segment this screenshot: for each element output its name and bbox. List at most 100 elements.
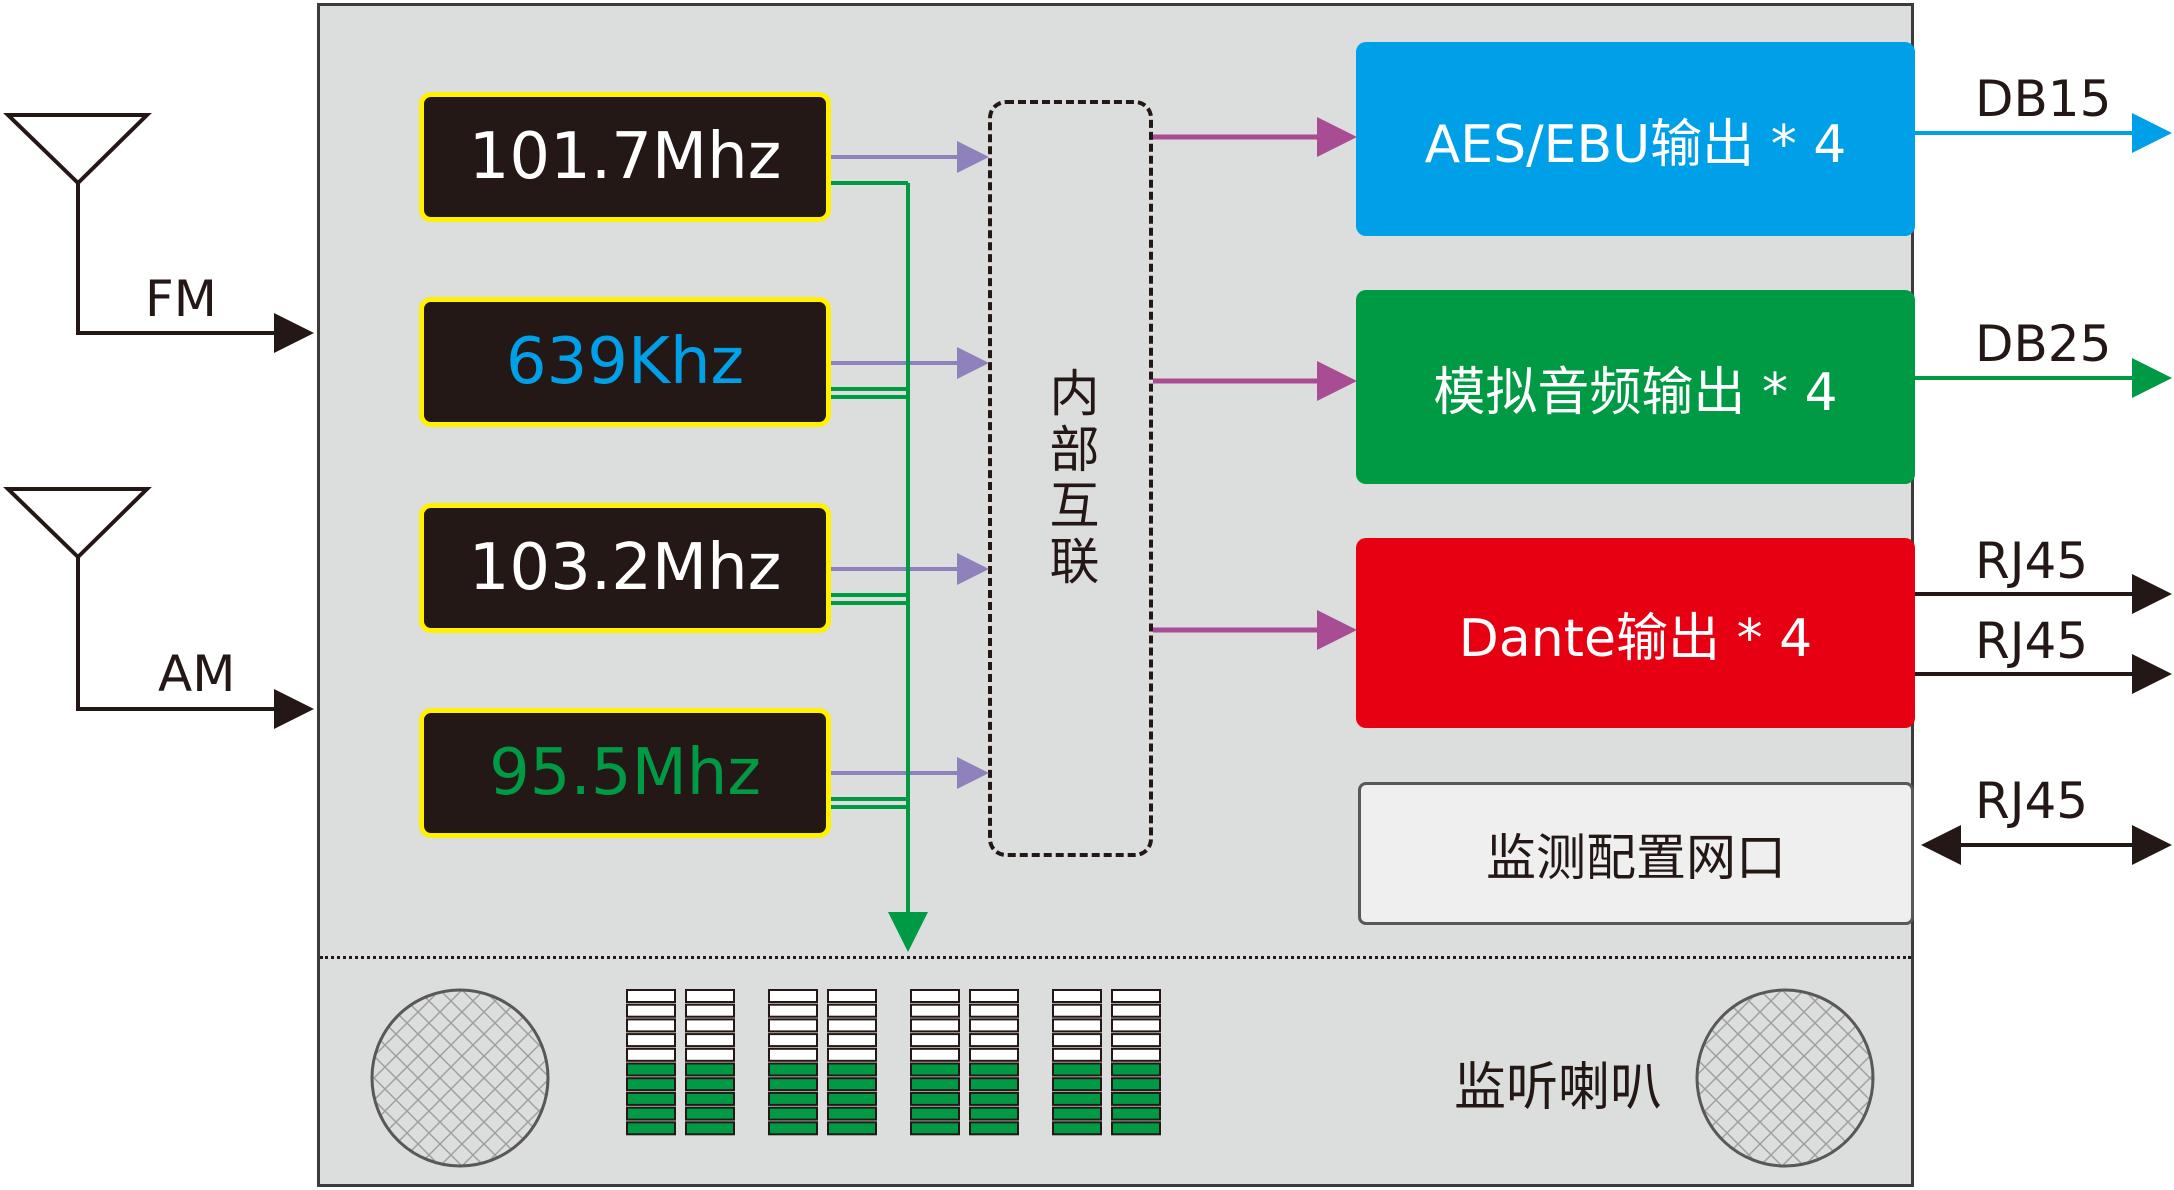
monitor-section-divider — [320, 956, 1911, 959]
tuner-2-frequency: 639Khz — [419, 297, 831, 427]
db25-port-label: DB25 — [1975, 315, 2112, 373]
fm-antenna-label: FM — [145, 270, 217, 328]
meter-segment — [626, 1121, 676, 1136]
meter-segment — [1052, 1047, 1102, 1062]
monitor-config-port-block: 监测配置网口 — [1358, 782, 1914, 925]
analog-audio-output-block: 模拟音频输出 * 4 — [1356, 290, 1915, 484]
meter-segment — [768, 1062, 818, 1077]
meter-segment — [1052, 1121, 1102, 1136]
meter-segment — [1052, 1062, 1102, 1077]
meter-segment — [626, 1047, 676, 1062]
meter-segment — [910, 1033, 960, 1048]
meter-segment — [768, 1047, 818, 1062]
meter-segment — [827, 1033, 877, 1048]
dante-rj45-port-label-1: RJ45 — [1975, 532, 2089, 590]
meter-segment — [1111, 1003, 1161, 1018]
meter-segment — [969, 989, 1019, 1003]
meter-segment — [827, 1003, 877, 1018]
meter-segment — [1052, 1033, 1102, 1048]
meter-segment — [685, 1033, 735, 1048]
meter-segment — [969, 1077, 1019, 1092]
meter-segment — [969, 1091, 1019, 1106]
meter-segment — [1052, 1077, 1102, 1092]
speaker-left-icon — [370, 988, 550, 1168]
meter-segment — [1111, 1018, 1161, 1033]
tuner-3-frequency-text: 103.2Mhz — [468, 531, 782, 605]
tuner-4-frequency-text: 95.5Mhz — [489, 736, 761, 810]
fm-antenna-icon — [3, 113, 314, 353]
meter-segment — [910, 989, 960, 1003]
meter-segment — [969, 1106, 1019, 1121]
meter-segment — [827, 1121, 877, 1136]
meter-segment — [827, 1047, 877, 1062]
meter-segment — [1052, 1091, 1102, 1106]
tuner-4-frequency: 95.5Mhz — [419, 708, 831, 838]
meter-segment — [910, 1047, 960, 1062]
meter-segment — [1052, 989, 1102, 1003]
dante-output-label: Dante输出 * 4 — [1458, 608, 1813, 669]
meter-segment — [910, 1121, 960, 1136]
meter-segment — [768, 1018, 818, 1033]
meter-segment — [626, 1003, 676, 1018]
meter-segment — [910, 1003, 960, 1018]
interconnect-output-links — [1153, 117, 1357, 650]
interconnect-label: 内部互联 — [1041, 366, 1100, 591]
speaker-right-icon — [1695, 988, 1875, 1168]
meter-segment — [1111, 1062, 1161, 1077]
meter-segment — [910, 1077, 960, 1092]
db15-port-label: DB15 — [1975, 70, 2112, 128]
audio-level-meters — [626, 989, 1161, 1136]
tuner-1-frequency: 101.7Mhz — [419, 92, 831, 222]
meter-segment — [685, 1018, 735, 1033]
meter-segment — [626, 989, 676, 1003]
am-antenna-icon — [3, 487, 314, 729]
meter-segment — [827, 989, 877, 1003]
meter-segment — [626, 1062, 676, 1077]
meter-segment — [1111, 1106, 1161, 1121]
meter-segment — [910, 1062, 960, 1077]
dante-rj45-port-label-2: RJ45 — [1975, 612, 2089, 670]
meter-segment — [768, 1077, 818, 1092]
meter-segment — [626, 1018, 676, 1033]
meter-segment — [969, 1033, 1019, 1048]
meter-segment — [969, 1003, 1019, 1018]
meter-segment — [1111, 1047, 1161, 1062]
meter-segment — [827, 1077, 877, 1092]
meter-segment — [685, 989, 735, 1003]
meter-segment — [969, 1047, 1019, 1062]
meter-segment — [626, 1106, 676, 1121]
meter-segment — [910, 1091, 960, 1106]
meter-segment — [827, 1091, 877, 1106]
meter-segment — [626, 1091, 676, 1106]
meter-segment — [1052, 1106, 1102, 1121]
meter-segment — [1052, 1018, 1102, 1033]
meter-segment — [768, 989, 818, 1003]
meter-segment — [685, 1062, 735, 1077]
meter-segment — [768, 1033, 818, 1048]
meter-segment — [768, 1003, 818, 1018]
meter-segment — [969, 1062, 1019, 1077]
monitor-speaker-label: 监听喇叭 — [1454, 1058, 1663, 1118]
tuner-3-frequency: 103.2Mhz — [419, 503, 831, 633]
am-antenna-label: AM — [158, 645, 236, 703]
meter-segment — [910, 1018, 960, 1033]
meter-segment — [1111, 1033, 1161, 1048]
monitor-bus-lines — [831, 181, 928, 952]
meter-segment — [910, 1106, 960, 1121]
meter-segment — [685, 1121, 735, 1136]
meter-segment — [768, 1106, 818, 1121]
meter-segment — [768, 1091, 818, 1106]
internal-interconnect-block: 内部互联 — [988, 100, 1153, 857]
meter-segment — [685, 1077, 735, 1092]
tuner-1-frequency-text: 101.7Mhz — [468, 120, 782, 194]
meter-segment — [626, 1077, 676, 1092]
meter-segment — [1111, 1077, 1161, 1092]
meter-segment — [827, 1106, 877, 1121]
meter-segment — [1111, 1121, 1161, 1136]
aes-ebu-output-block: AES/EBU输出 * 4 — [1356, 42, 1915, 236]
monitor-rj45-port-label: RJ45 — [1975, 772, 2089, 830]
tuner-2-frequency-text: 639Khz — [505, 325, 745, 399]
meter-segment — [1111, 1091, 1161, 1106]
meter-segment — [626, 1033, 676, 1048]
